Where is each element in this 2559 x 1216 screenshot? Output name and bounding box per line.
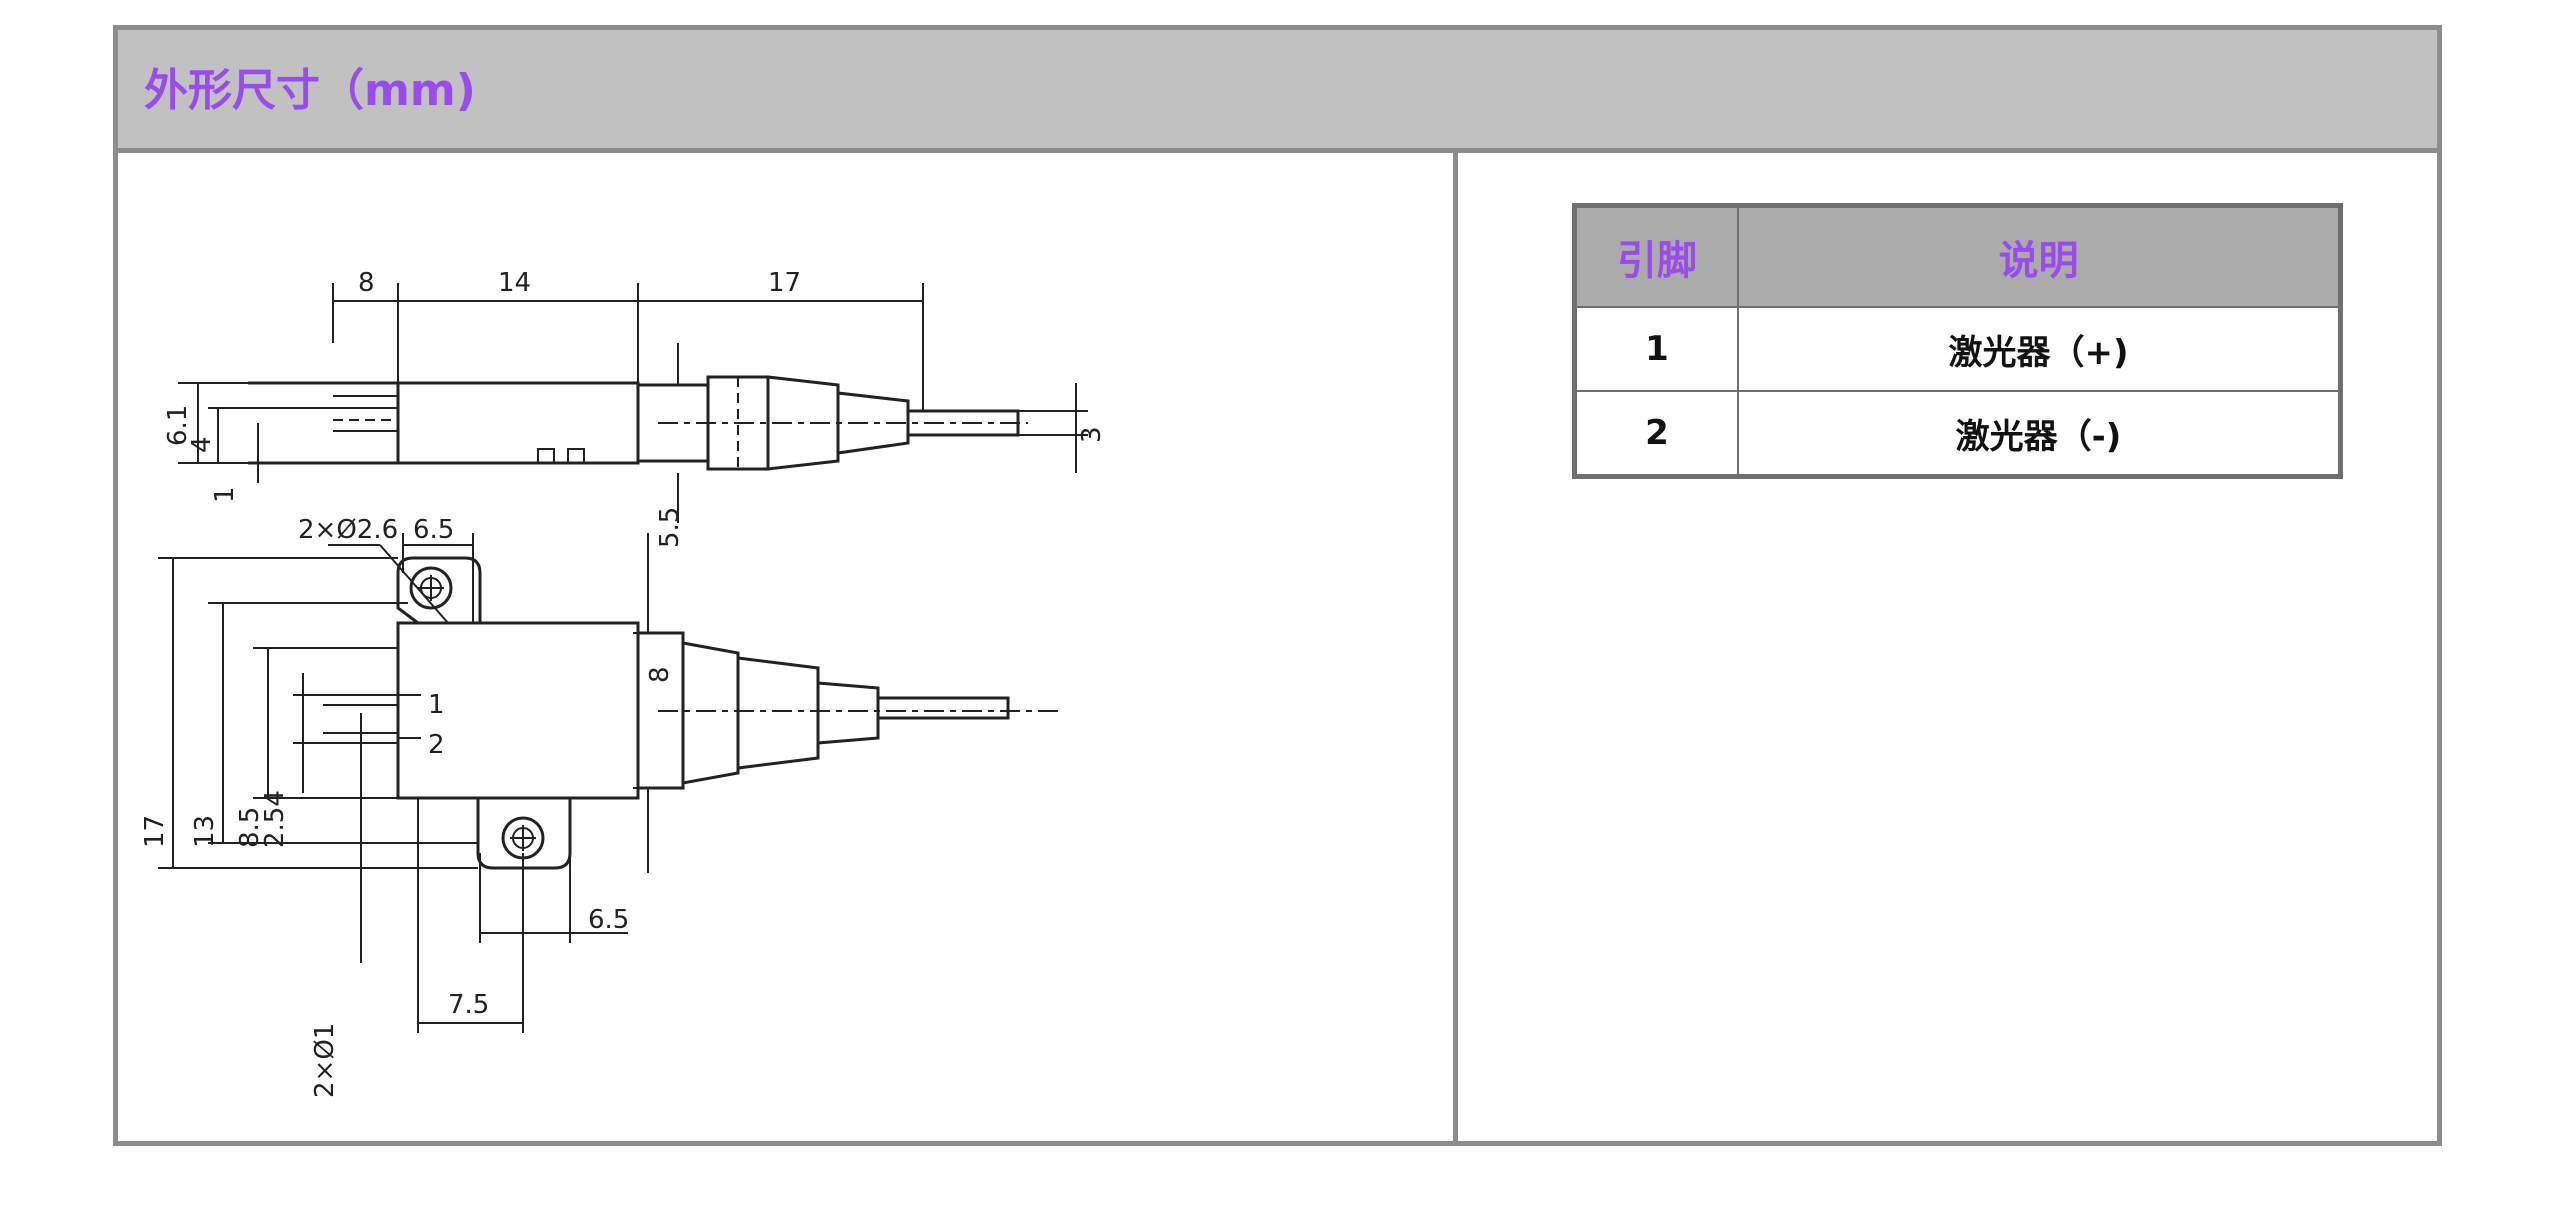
dim-label: 14 xyxy=(498,268,531,298)
dimension-panel: 外形尺寸（mm) xyxy=(113,25,2442,1146)
panel-title: 外形尺寸（mm) xyxy=(144,65,476,116)
dim-label: 4 xyxy=(187,436,217,453)
dim-label: 7.5 xyxy=(448,990,489,1020)
pin-number-label: 2 xyxy=(428,730,445,760)
dim-label: 8 xyxy=(645,666,675,683)
pin-table: 引脚 说明 1 激光器（+) 2 激光器（-) xyxy=(1572,203,2343,479)
pin-cell: 2 xyxy=(1573,390,1739,478)
dimension-labels: 8 14 17 6.1 4 1 5.5 3 2×Ø2.6 6.5 8 17 13… xyxy=(140,268,1107,1098)
dim-label: 6.1 xyxy=(163,405,193,446)
pin-table-header: 引脚 说明 xyxy=(1573,204,2342,308)
top-view xyxy=(158,533,1063,1033)
column-divider xyxy=(1453,153,1458,1141)
side-view xyxy=(178,283,1088,523)
dim-label: 8.5 xyxy=(235,807,265,848)
dim-label: 6.5 xyxy=(588,905,629,935)
drawing-svg: 8 14 17 6.1 4 1 5.5 3 2×Ø2.6 6.5 8 17 13… xyxy=(140,268,1107,1098)
dim-label: 17 xyxy=(140,815,170,848)
pin-number-label: 1 xyxy=(428,690,445,720)
col-header-pin: 引脚 xyxy=(1573,204,1739,308)
dim-label: 2×Ø2.6 xyxy=(298,515,398,545)
desc-cell: 激光器（-) xyxy=(1737,390,2342,478)
table-row: 2 激光器（-) xyxy=(1573,390,2342,478)
table-row: 1 激光器（+) xyxy=(1573,306,2342,392)
dim-label: 2×Ø1 xyxy=(310,1023,340,1098)
dim-label: 13 xyxy=(190,815,220,848)
dim-label: 6.5 xyxy=(413,515,454,545)
dim-label: 1 xyxy=(210,486,240,503)
dim-label: 3 xyxy=(1077,426,1107,443)
technical-drawing: 8 14 17 6.1 4 1 5.5 3 2×Ø2.6 6.5 8 17 13… xyxy=(118,153,1453,1146)
panel-header: 外形尺寸（mm) xyxy=(118,30,2437,153)
dim-label: 5.5 xyxy=(655,507,685,548)
dim-label: 17 xyxy=(768,268,801,298)
dim-label: 8 xyxy=(358,268,375,298)
col-header-desc: 说明 xyxy=(1737,204,2342,308)
pin-cell: 1 xyxy=(1573,306,1739,392)
dim-label: 2.54 xyxy=(260,790,290,848)
desc-cell: 激光器（+) xyxy=(1737,306,2342,392)
